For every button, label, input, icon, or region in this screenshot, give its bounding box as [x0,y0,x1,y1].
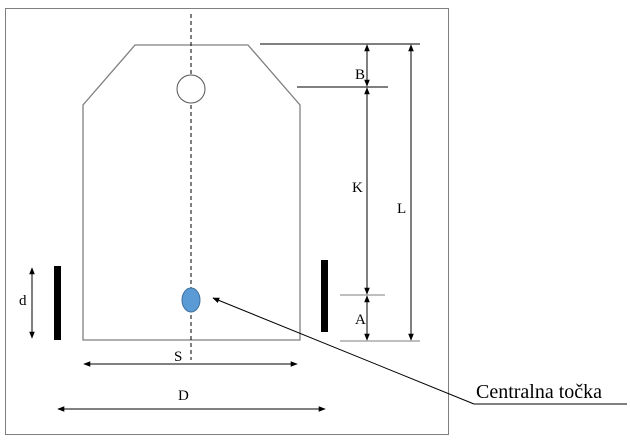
callout-pointer [212,297,475,405]
right-bar [321,260,328,332]
label-b: B [355,67,365,83]
label-l: L [397,201,406,217]
label-k: K [352,180,363,196]
label-D: D [178,388,189,404]
callout-central-point: Centralna točka [476,381,602,403]
label-d: d [19,293,27,309]
outer-frame [5,8,449,435]
left-bar [54,266,61,340]
tag-outline [82,44,301,341]
central-point [181,287,201,313]
label-a: A [355,312,366,328]
hole [176,74,206,104]
label-s: S [174,349,182,365]
